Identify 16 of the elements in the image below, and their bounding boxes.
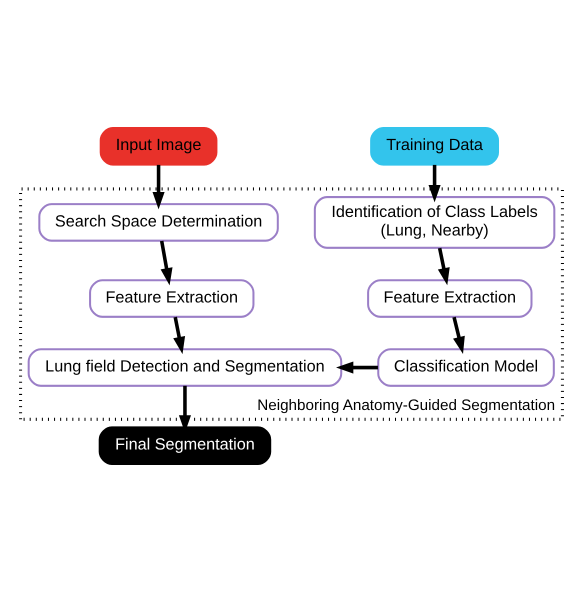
- arrow: [336, 360, 378, 374]
- arrow: [438, 247, 450, 285]
- arrow: [160, 240, 173, 285]
- arrow: [152, 164, 165, 209]
- node-box: Classification Model: [377, 348, 555, 386]
- node-box: Training Data: [370, 126, 500, 166]
- node-box: Feature Extraction: [367, 278, 532, 318]
- node-box: Input Image: [100, 126, 218, 166]
- arrow: [452, 316, 465, 354]
- node-box: Search Space Determination: [38, 202, 279, 242]
- arrow: [428, 164, 441, 202]
- node-box: Final Segmentation: [98, 426, 272, 464]
- node-box: Lung field Detection and Segmentation: [28, 348, 342, 386]
- node-box: Feature Extraction: [89, 278, 254, 318]
- node-box: Identification of Class Labels (Lung, Nearby): [314, 196, 556, 248]
- arrow: [173, 316, 186, 354]
